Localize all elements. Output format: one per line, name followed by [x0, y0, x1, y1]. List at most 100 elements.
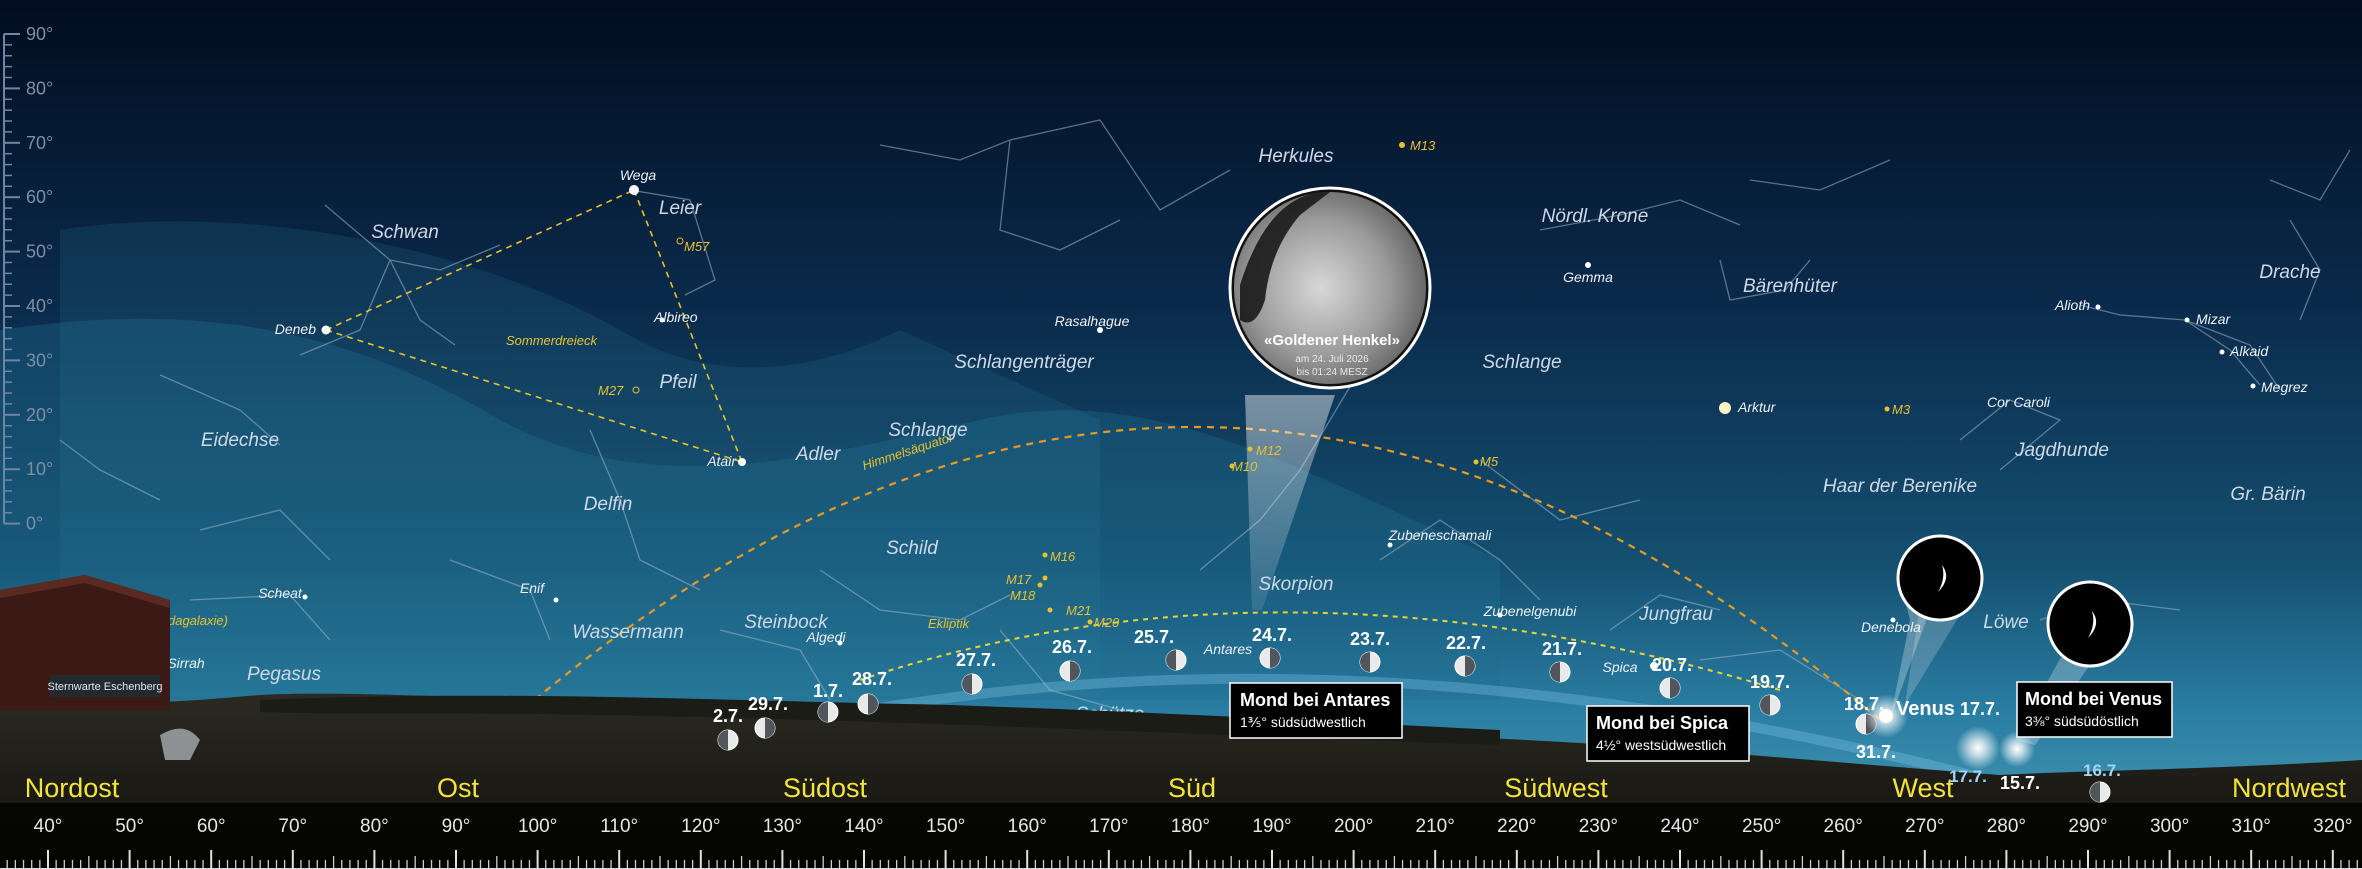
azimuth-label: 230° — [1579, 816, 1618, 837]
summer-triangle — [325, 189, 743, 463]
dso-label: M57 — [684, 239, 710, 254]
moon-shadow — [1760, 695, 1770, 715]
constellation-label: Gr. Bärin — [2230, 484, 2305, 505]
dso-label: M5 — [1480, 454, 1499, 469]
azimuth-label: 310° — [2232, 816, 2271, 837]
altitude-label: 0° — [26, 514, 43, 534]
azimuth-label: 200° — [1334, 816, 1373, 837]
constellation-label: Löwe — [1983, 612, 2028, 633]
venus-crescent-2 — [2088, 611, 2097, 638]
callout-subtitle: 1⅗° südsüdwestlich — [1240, 714, 1366, 730]
milky-way-core — [60, 221, 1100, 700]
constellation-label: Bärenhüter — [1743, 276, 1838, 297]
featured-moon-line2: bis 01:24 MESZ — [1296, 367, 1367, 378]
moon-date-label: 24.7. — [1252, 625, 1292, 645]
constellation-label: Schlangenträger — [954, 352, 1094, 373]
azimuth-label: 130° — [763, 816, 802, 837]
star-label: Alioth — [2054, 297, 2090, 313]
moon-date-label: 28.7. — [852, 669, 892, 689]
moon-date-label: 21.7. — [1542, 639, 1582, 659]
azimuth-label: 160° — [1008, 816, 1047, 837]
constellation-label: Schlange — [888, 420, 967, 441]
moon-shadow — [718, 730, 728, 750]
moon-date-label: 31.7. — [1856, 742, 1896, 762]
constellation-label: Jagdhunde — [2014, 440, 2109, 461]
star-mizar — [2184, 317, 2190, 323]
callout-subtitle: 4½° westsüdwestlich — [1596, 737, 1726, 753]
dso-label: M21 — [1066, 603, 1091, 618]
altitude-label: 30° — [26, 350, 53, 370]
altitude-label: 50° — [26, 242, 53, 262]
constellation-lines — [59, 119, 2351, 711]
constellation-label: Pegasus — [247, 664, 321, 685]
celestial-equator — [524, 425, 1881, 721]
star-label: Antares — [1203, 641, 1252, 657]
star-alioth — [2095, 304, 2101, 310]
azimuth-label: 260° — [1824, 816, 1863, 837]
dso-label: M3 — [1892, 402, 1911, 417]
moon-date-label: 17.7. — [1949, 767, 1987, 786]
star-label: Algedi — [806, 629, 847, 645]
star-label: Zubeneschamali — [1388, 527, 1493, 543]
ecliptic-label: Ekliptik — [928, 616, 971, 631]
star-label: Zubenelgenubi — [1483, 603, 1578, 619]
azimuth-band — [0, 803, 2362, 869]
azimuth-label: 290° — [2068, 816, 2107, 837]
venus-inset-1 — [1896, 534, 1984, 622]
star-label: Mizar — [2196, 311, 2232, 327]
azimuth-label: 270° — [1905, 816, 1944, 837]
azimuth-label: 300° — [2150, 816, 2189, 837]
azimuth-label: 150° — [926, 816, 965, 837]
planet-glow-3 — [1999, 731, 2035, 767]
constellation-label: Wassermann — [572, 622, 684, 643]
moon-date-label: 2.7. — [713, 706, 743, 726]
altitude-label: 80° — [26, 78, 53, 98]
azimuth-label: 320° — [2313, 816, 2352, 837]
venus-crescent-1 — [1938, 565, 1947, 592]
star-label: Arktur — [1737, 399, 1777, 415]
constellation-label: Drache — [2259, 262, 2320, 283]
callout-title: Mond bei Venus — [2025, 689, 2162, 709]
constellation-label: Leier — [659, 198, 702, 219]
star-label: Denebola — [1861, 619, 1921, 635]
moon-date-label: 17.7. — [1960, 699, 2000, 719]
compass-suedwest: Südwest — [1504, 773, 1608, 803]
summer-triangle-label: Sommerdreieck — [506, 333, 599, 348]
dso-label: M18 — [1010, 588, 1036, 603]
azimuth-label: 140° — [844, 816, 883, 837]
moon-phases: 2.7.29.7.1.7.28.7.27.7.26.7.25.7.24.7.23… — [713, 625, 2121, 803]
star-zubeneschamali — [1387, 542, 1393, 548]
constellation-label: Jungfrau — [1638, 604, 1713, 625]
callout-venus: Mond bei Venus 3⅜° südsüdöstlich — [2016, 681, 2173, 738]
azimuth-label: 120° — [681, 816, 720, 837]
planet-glow-2 — [1956, 726, 2000, 770]
altitude-label: 70° — [26, 133, 53, 153]
constellation-label: Adler — [795, 444, 841, 465]
moon-shadow — [962, 674, 972, 694]
observatory-sign-board — [50, 675, 160, 697]
star-label: Atair — [706, 453, 737, 469]
dso-label: M10 — [1232, 459, 1258, 474]
moon-shadow — [1670, 678, 1680, 698]
callout-spica: Mond bei Spica 4½° westsüdwestlich — [1586, 705, 1750, 762]
star-label: Sirrah — [167, 655, 205, 671]
venus-inset-beam-1b — [1905, 605, 1960, 705]
azimuth-label: 70° — [278, 816, 307, 837]
dso-label: M12 — [1256, 443, 1282, 458]
azimuth-label: 100° — [518, 816, 557, 837]
moon-shadow — [1465, 656, 1475, 676]
moon-date-label: 26.7. — [1052, 637, 1092, 657]
azimuth-label: 50° — [115, 816, 144, 837]
callout-antares: Mond bei Antares 1⅗° südsüdwestlich — [1229, 682, 1403, 739]
star-arktur — [1719, 402, 1731, 414]
moon-shadow — [1550, 662, 1560, 682]
azimuth-label: 210° — [1416, 816, 1455, 837]
constellation-label: Eidechse — [201, 430, 279, 451]
compass-sued: Süd — [1168, 773, 1216, 803]
azimuth-label: 170° — [1089, 816, 1128, 837]
moon-date-label: 20.7. — [1652, 655, 1692, 675]
satellite-dish — [160, 728, 200, 760]
dso-markers — [632, 142, 1890, 625]
constellation-label: Pfeil — [660, 372, 698, 393]
